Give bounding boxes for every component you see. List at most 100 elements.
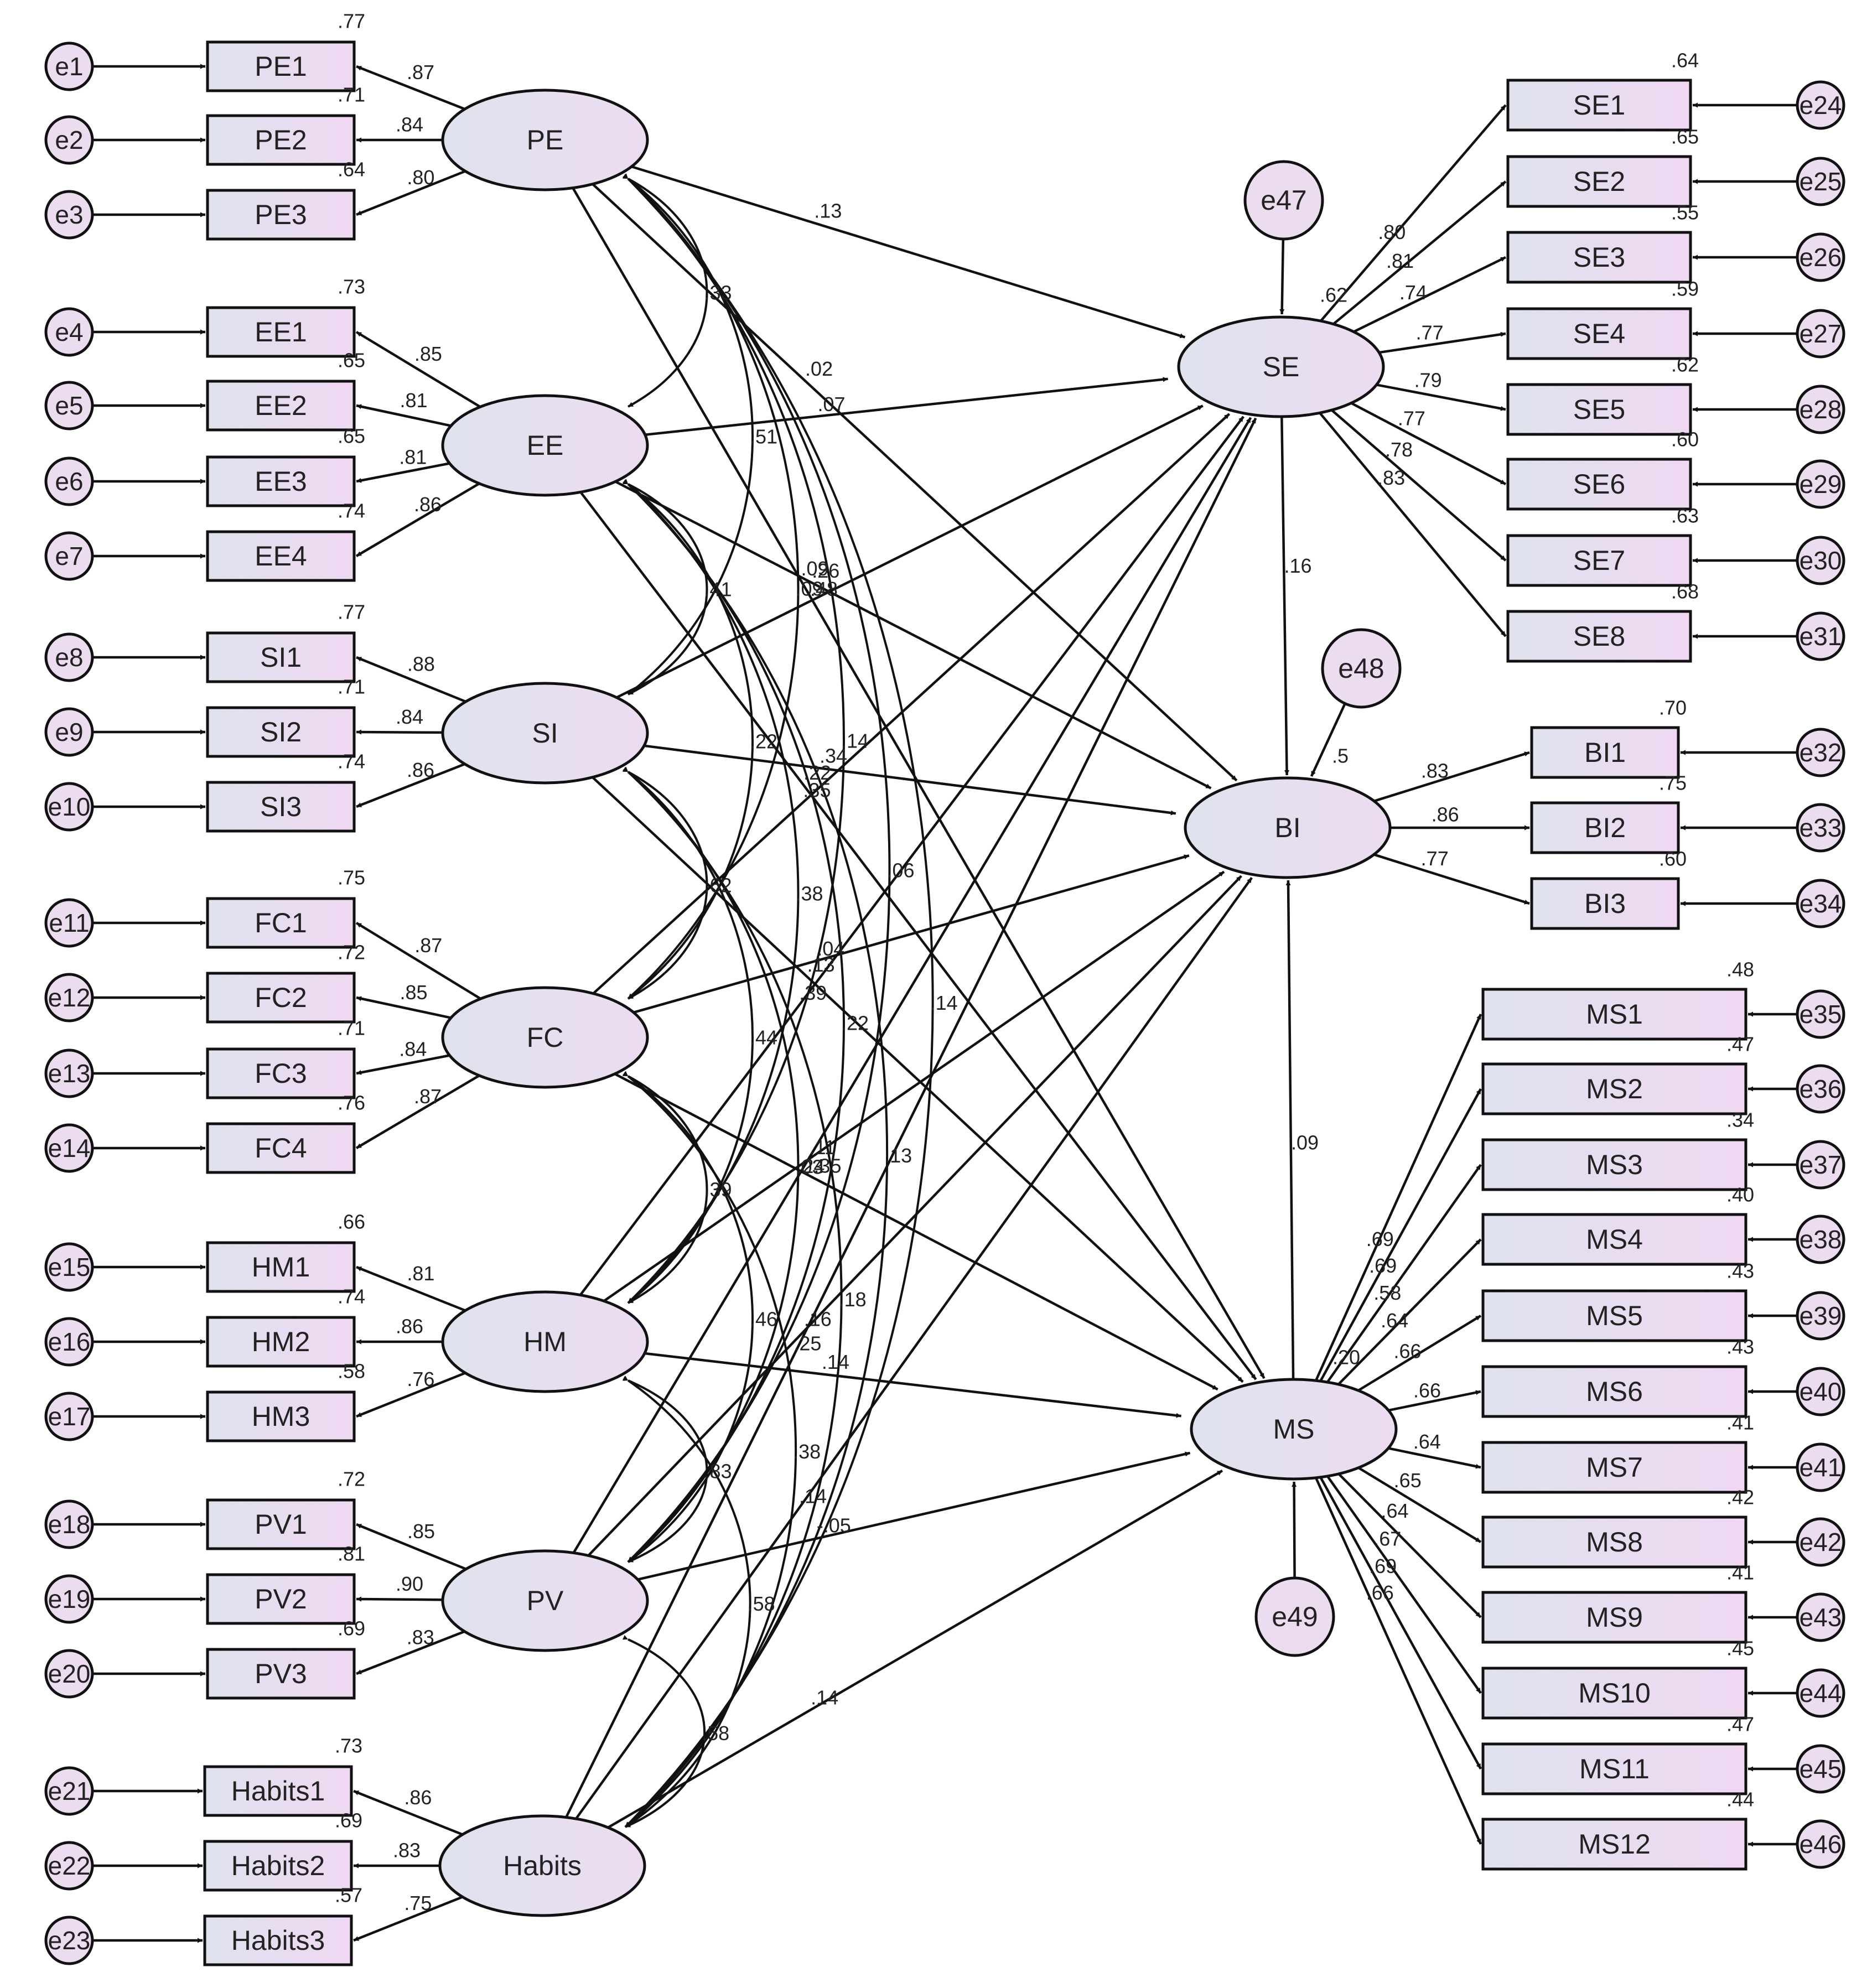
- covariance-arc: [622, 767, 708, 1000]
- error-term: e41: [1796, 1442, 1845, 1492]
- loading-label: .64: [1381, 1309, 1408, 1332]
- disturbance-label: e49: [1272, 1601, 1318, 1632]
- error-label: e17: [48, 1402, 91, 1431]
- covariance-label: .46: [750, 1308, 777, 1331]
- covariance-label: .22: [750, 730, 777, 753]
- indicator-label: Habits1: [231, 1776, 325, 1807]
- covariance-label: .83: [704, 1460, 732, 1483]
- indicator-r2: .48: [1726, 958, 1754, 981]
- indicator-r2: .63: [1671, 505, 1699, 527]
- indicator-label: MS9: [1586, 1602, 1643, 1633]
- factor-loading-path: [1376, 383, 1506, 411]
- loading-label: .90: [396, 1572, 423, 1595]
- covariance-label: .06: [886, 859, 914, 882]
- covariance-label: .58: [702, 1722, 729, 1745]
- loading-label: .74: [1399, 281, 1427, 304]
- error-term: e6: [44, 456, 94, 506]
- covariance-label: .09: [795, 578, 823, 600]
- path-coefficient: .24: [797, 1155, 824, 1177]
- error-label: e22: [48, 1851, 91, 1880]
- covariance-label: .39: [704, 1179, 732, 1201]
- error-term: e16: [44, 1317, 94, 1367]
- latent-variable: BI: [1184, 776, 1392, 879]
- covariance-arc: [622, 479, 708, 695]
- structural-path: [575, 877, 1253, 1820]
- indicator-r2: .70: [1659, 697, 1687, 719]
- factor-loading-path: [1326, 1164, 1482, 1383]
- loading-label: .66: [1413, 1379, 1441, 1402]
- indicator-label: SE6: [1573, 469, 1626, 500]
- indicator-label: FC1: [255, 907, 307, 938]
- error-term: e32: [1796, 728, 1845, 777]
- factor-loading-path: [355, 922, 481, 1000]
- factor-loading-path: [1326, 1475, 1482, 1694]
- path-coefficient: .39: [799, 982, 827, 1004]
- error-label: e1: [55, 52, 83, 81]
- error-term: e14: [44, 1123, 94, 1173]
- latent-variable: MS: [1190, 1378, 1398, 1481]
- indicator-label: BI2: [1584, 812, 1626, 843]
- observed-indicator: SE4: [1506, 307, 1692, 360]
- error-term: e15: [44, 1242, 94, 1292]
- observed-indicator: SE3: [1506, 231, 1692, 284]
- indicator-r2: .65: [338, 425, 365, 448]
- error-label: e41: [1800, 1453, 1842, 1482]
- indicator-label: HM2: [252, 1326, 310, 1357]
- loading-label: .84: [396, 113, 423, 136]
- observed-indicator: SI1: [206, 631, 356, 683]
- covariance-label: .38: [795, 883, 823, 905]
- loading-label: .64: [1381, 1499, 1409, 1522]
- latent-label: SI: [532, 718, 558, 749]
- factor-loading-path: [355, 1075, 480, 1149]
- factor-loading-path: [1319, 1088, 1482, 1382]
- path-coefficient: .14: [799, 1484, 827, 1507]
- loading-label: .69: [1366, 1228, 1394, 1250]
- structural-path: [616, 404, 1204, 699]
- edges-layer: [91, 64, 1797, 1943]
- error-term: e39: [1796, 1291, 1845, 1341]
- observed-indicator: SE8: [1506, 610, 1692, 663]
- covariance-arc: [623, 173, 891, 1563]
- factor-loading-path: [353, 1896, 463, 1942]
- covariance-arc: [623, 173, 845, 1304]
- indicator-r2: .71: [338, 1017, 365, 1040]
- structural-path: [614, 1072, 1218, 1391]
- structural-path: [1280, 416, 1290, 776]
- factor-loading-path: [1331, 409, 1507, 562]
- factor-loading-path: [1337, 1238, 1482, 1385]
- latent-variable: HM: [441, 1290, 649, 1393]
- indicator-r2: .59: [1671, 278, 1699, 300]
- factor-loading-path: [356, 462, 450, 483]
- error-label: e29: [1800, 470, 1842, 499]
- covariance-label: .41: [704, 578, 732, 601]
- error-label: e6: [55, 467, 83, 496]
- covariance-arc: [622, 1635, 706, 1828]
- error-label: e3: [55, 200, 83, 229]
- loading-label: .85: [400, 981, 427, 1004]
- error-term: e31: [1796, 611, 1845, 661]
- observed-indicator: Habits3: [203, 1914, 353, 1966]
- indicator-r2: .69: [338, 1617, 365, 1640]
- error-term: e17: [44, 1392, 94, 1441]
- latent-label: FC: [527, 1022, 564, 1053]
- indicator-label: PV3: [255, 1658, 307, 1689]
- error-label: e28: [1800, 395, 1842, 424]
- latent-r2: .62: [1320, 284, 1347, 307]
- observed-indicator: FC2: [206, 972, 356, 1024]
- indicator-label: SE7: [1573, 545, 1626, 576]
- loading-label: .87: [414, 1085, 442, 1108]
- structural-path: [607, 1470, 1223, 1829]
- error-term: e9: [44, 707, 94, 757]
- error-term: e10: [44, 782, 94, 832]
- error-term: e7: [44, 531, 94, 581]
- error-term: e46: [1796, 1819, 1845, 1869]
- structural-path: [592, 413, 1231, 995]
- factor-loading-path: [1373, 751, 1530, 802]
- loading-label: .75: [404, 1892, 432, 1914]
- factor-loading-path: [1388, 1390, 1481, 1412]
- latent-variable: PE: [441, 89, 649, 191]
- loading-label: .86: [404, 1786, 432, 1809]
- observed-indicator: MS10: [1481, 1667, 1747, 1720]
- error-label: e27: [1800, 319, 1842, 348]
- error-label: e9: [55, 718, 83, 746]
